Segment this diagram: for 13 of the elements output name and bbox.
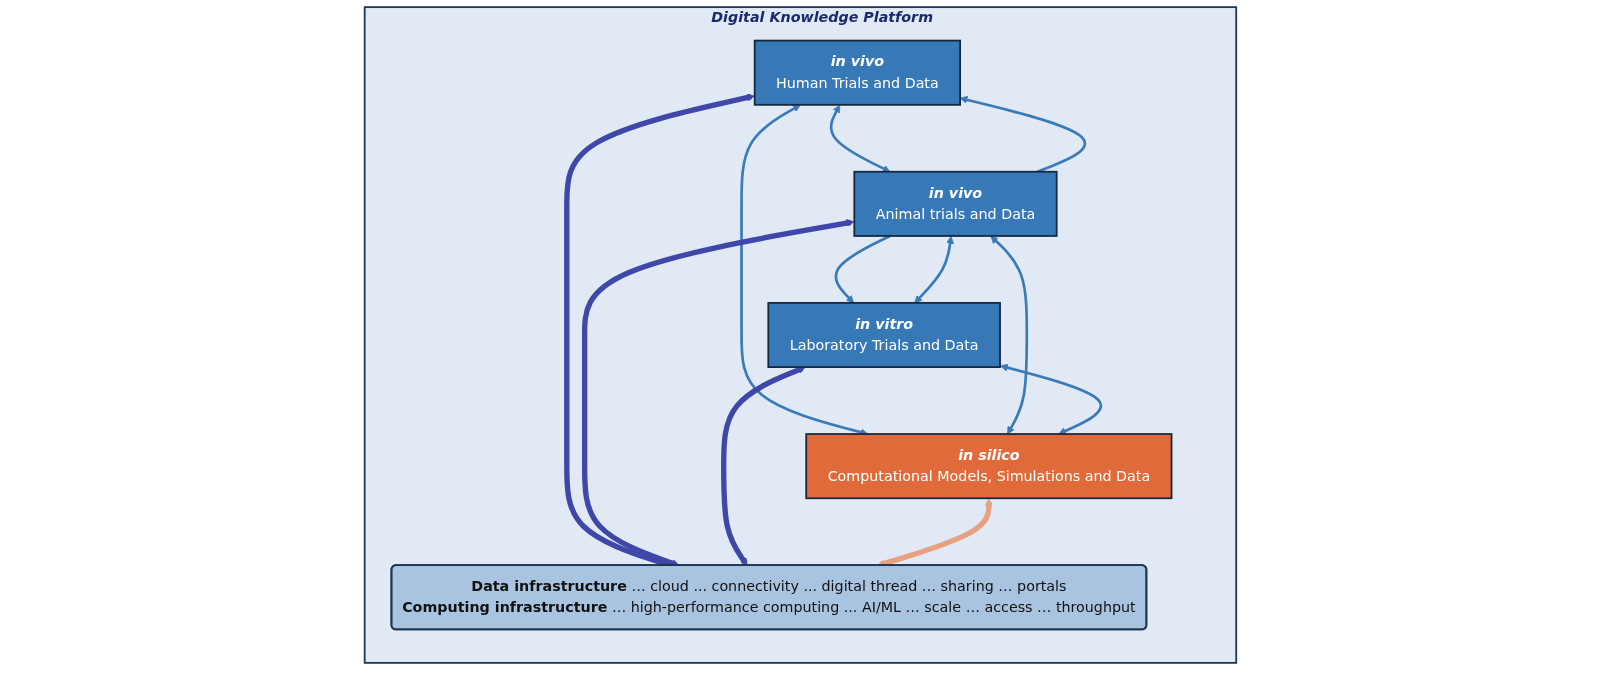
node-box: in silico Computational Models, Simulations and Data [804, 433, 1172, 500]
arrow [999, 363, 1102, 435]
arrow [829, 104, 890, 173]
arrow [581, 219, 854, 567]
arrow [720, 366, 806, 566]
node-box: in vitro Laboratory Trials and Data [766, 302, 1001, 368]
arrow [959, 96, 1086, 173]
arrow [913, 235, 954, 304]
node-box: in vivo Animal trials and Data [852, 170, 1058, 237]
arrow [834, 234, 891, 304]
node-box: in vivo Human Trials and Data [753, 39, 961, 106]
arrow [989, 235, 1028, 435]
arrow [739, 104, 868, 436]
